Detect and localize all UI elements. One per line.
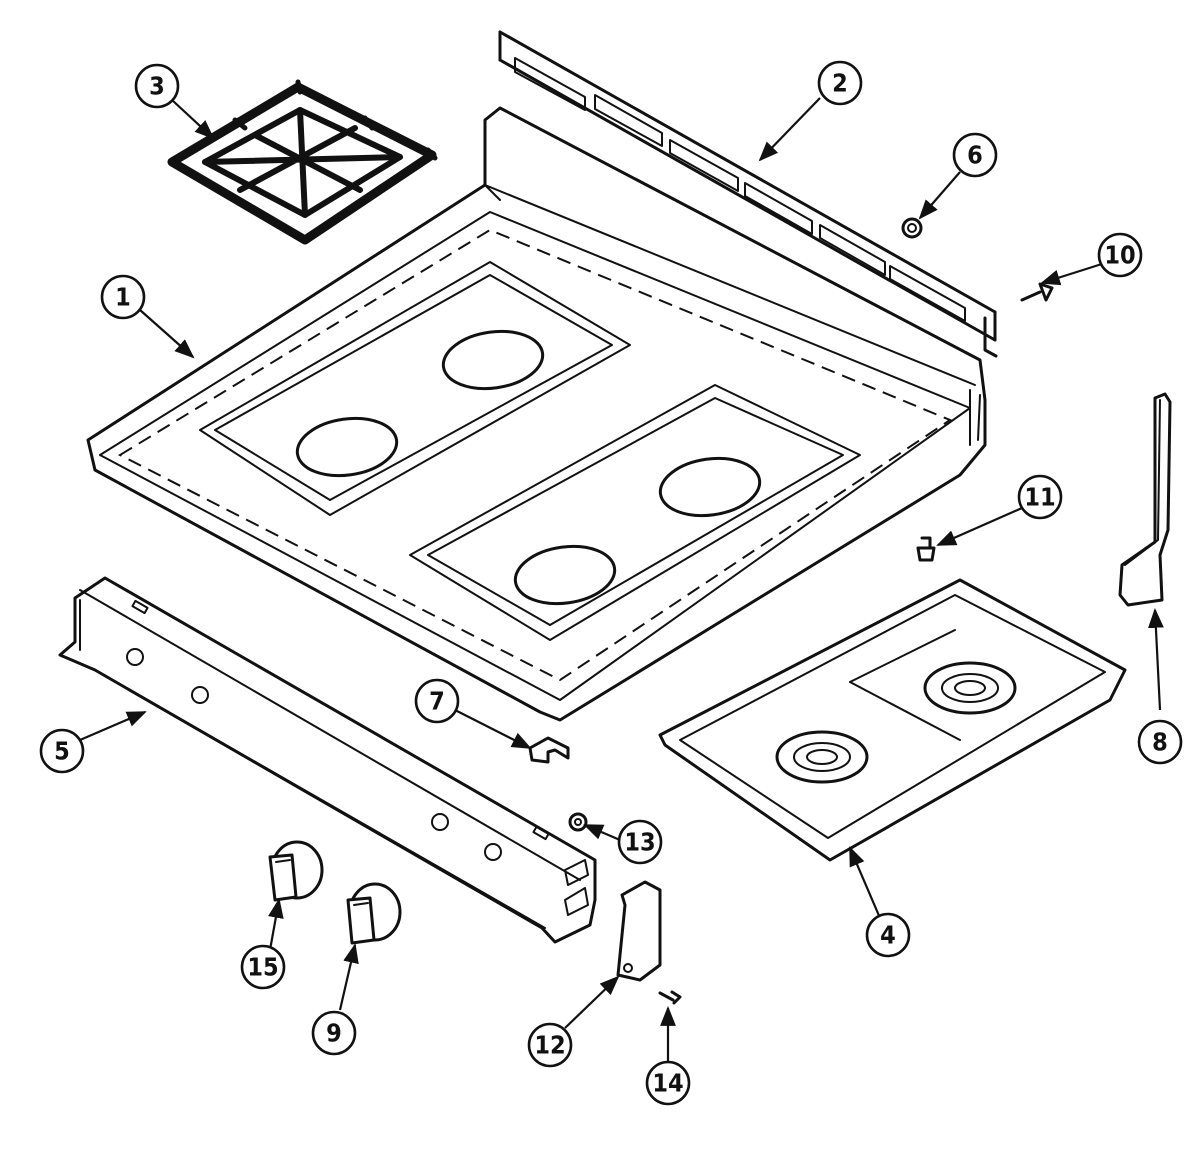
callout-11: 11 bbox=[1017, 474, 1063, 520]
part-burner-tray bbox=[658, 578, 1127, 862]
callout-label: 4 bbox=[880, 921, 896, 950]
callout-1: 1 bbox=[100, 274, 146, 320]
part-clip-6 bbox=[901, 217, 923, 239]
part-bracket-7 bbox=[528, 736, 570, 764]
callout-label: 7 bbox=[429, 687, 445, 716]
callout-label: 12 bbox=[534, 1031, 565, 1060]
callout-9: 9 bbox=[311, 1010, 357, 1056]
callout-label: 15 bbox=[247, 953, 278, 982]
callout-8: 8 bbox=[1137, 719, 1183, 765]
callout-6: 6 bbox=[952, 132, 998, 178]
callout-label: 13 bbox=[624, 828, 655, 857]
callout-3: 3 bbox=[134, 63, 180, 109]
callout-label: 6 bbox=[967, 141, 983, 170]
leader-lines bbox=[79, 97, 1164, 1062]
part-burner-grate bbox=[167, 79, 438, 245]
callout-10: 10 bbox=[1097, 232, 1143, 278]
part-backguard-trim bbox=[498, 30, 998, 358]
callout-5: 5 bbox=[39, 728, 85, 774]
callout-label: 5 bbox=[54, 737, 70, 766]
part-screw-10 bbox=[1020, 282, 1054, 302]
part-control-panel bbox=[58, 576, 597, 944]
callout-label: 10 bbox=[1104, 241, 1135, 270]
part-screw-14 bbox=[658, 990, 682, 1005]
callout-14: 14 bbox=[645, 1060, 691, 1106]
part-grommet-13 bbox=[568, 812, 588, 832]
callout-7: 7 bbox=[414, 678, 460, 724]
callout-13: 13 bbox=[617, 819, 663, 865]
callout-15: 15 bbox=[240, 944, 286, 990]
part-bumper-11 bbox=[916, 536, 936, 562]
callout-label: 2 bbox=[832, 69, 848, 98]
callout-label: 9 bbox=[326, 1019, 342, 1048]
callout-12: 12 bbox=[527, 1022, 573, 1068]
callout-label: 14 bbox=[652, 1069, 683, 1098]
callout-2: 2 bbox=[817, 60, 863, 106]
callout-label: 11 bbox=[1024, 483, 1055, 512]
part-main-cooktop bbox=[86, 106, 987, 722]
part-side-trim bbox=[1118, 392, 1172, 607]
callout-4: 4 bbox=[865, 912, 911, 958]
callout-label: 1 bbox=[115, 283, 131, 312]
callout-label: 8 bbox=[1152, 728, 1168, 757]
part-bracket-12 bbox=[616, 880, 662, 982]
callout-label: 3 bbox=[149, 72, 165, 101]
part-knob-15 bbox=[268, 840, 324, 902]
part-knob-9 bbox=[346, 882, 402, 945]
